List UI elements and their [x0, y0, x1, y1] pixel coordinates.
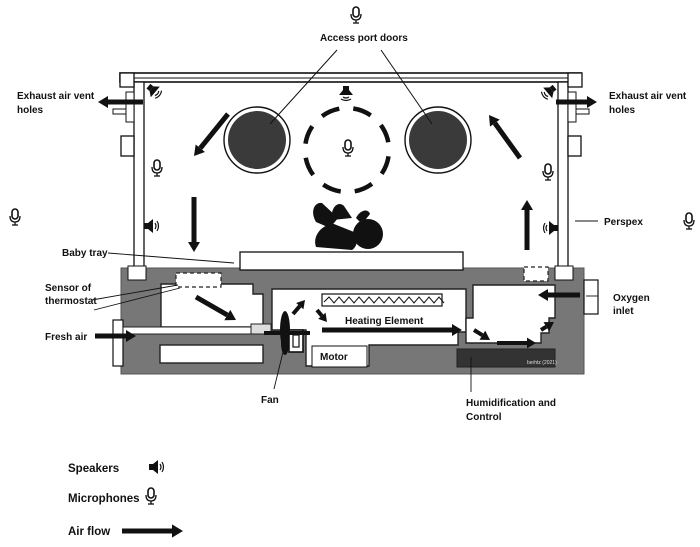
- label-exhaust-right: Exhaust air vent: [609, 91, 687, 102]
- air-flow-arrow: [322, 324, 462, 336]
- speaker-icon: [143, 80, 165, 102]
- air-flow-arrow: [188, 197, 200, 252]
- heating-element: [321, 293, 445, 307]
- speaker-icon: [338, 85, 354, 102]
- label-perspex: Perspex: [604, 217, 643, 228]
- perspex-canopy: [112, 72, 590, 279]
- circular-flow-segment: [378, 123, 391, 143]
- label-exhaust-left: Exhaust air vent: [17, 91, 95, 102]
- microphone-icon: [683, 212, 695, 230]
- label-exhaust-left-2: holes: [17, 105, 44, 116]
- air-flow-arrow: [291, 300, 305, 316]
- microphone-icon: [342, 139, 354, 157]
- circulating-air-flow: [303, 106, 391, 194]
- label-oxygen-2: inlet: [613, 306, 634, 317]
- microphone-icon: [9, 208, 21, 226]
- pointer-line: [269, 49, 338, 125]
- air-flow-arrow: [556, 96, 597, 108]
- legend-speakers: Speakers: [68, 463, 119, 475]
- speaker-icon: [538, 81, 560, 103]
- speaker-icon: [542, 220, 559, 236]
- circular-flow-segment: [320, 106, 340, 119]
- air-flow-arrow: [194, 294, 236, 321]
- air-flow-arrow: [194, 112, 230, 156]
- baby-icon: [313, 202, 383, 250]
- microphone-icon: [145, 487, 157, 505]
- legend-microphones: Microphones: [68, 493, 140, 505]
- circular-flow-segment: [354, 181, 374, 194]
- air-flow-arrows: [95, 96, 597, 349]
- air-flow-arrow: [497, 337, 536, 349]
- air-flow-arrow: [95, 330, 136, 342]
- label-oxygen: Oxygen: [613, 293, 650, 304]
- air-flow-arrow: [122, 524, 183, 538]
- legend-air-flow: Air flow: [68, 526, 110, 538]
- access-port-left: [228, 111, 286, 169]
- microphone-icon: [350, 6, 362, 24]
- air-flow-arrow-icon: [122, 524, 183, 538]
- access-port-right: [409, 111, 467, 169]
- label-exhaust-right-2: holes: [609, 105, 636, 116]
- label-sensor-2: thermostat: [45, 296, 97, 307]
- legend: Speakers Microphones Air flow: [68, 463, 183, 538]
- label-fresh-air: Fresh air: [45, 332, 87, 343]
- leader-lines: [91, 220, 598, 392]
- fan: [264, 311, 310, 355]
- speaker-icon: [148, 459, 165, 475]
- air-flow-arrow: [315, 308, 327, 322]
- air-flow-arrow: [98, 96, 143, 108]
- label-motor: Motor: [320, 352, 348, 363]
- label-sensor: Sensor of: [45, 283, 92, 294]
- air-flow-arrow: [538, 289, 580, 301]
- air-flow-arrow: [539, 322, 554, 332]
- circular-flow-segment: [303, 125, 315, 145]
- circular-flow-segment: [352, 106, 372, 118]
- pointer-line: [380, 49, 433, 125]
- motor-box: [311, 345, 368, 368]
- label-humidification-2: Control: [466, 412, 502, 423]
- credit-text: berhtz (2021): [527, 360, 557, 366]
- circular-flow-segment: [379, 155, 391, 175]
- air-flow-arrow: [489, 115, 523, 160]
- label-humidification: Humidification and: [466, 398, 556, 409]
- label-heating-element: Heating Element: [345, 316, 424, 327]
- microphone-icon: [151, 159, 163, 177]
- circular-flow-segment: [322, 182, 342, 194]
- label-fan: Fan: [261, 395, 279, 406]
- speaker-icon: [143, 218, 160, 234]
- circular-flow-segment: [303, 157, 316, 177]
- air-flow-arrow: [472, 328, 490, 340]
- label-access-port-doors: Access port doors: [320, 33, 408, 44]
- baby-tray: [239, 251, 464, 271]
- microphone-icon: [542, 163, 554, 181]
- label-baby-tray: Baby tray: [62, 248, 108, 259]
- air-flow-arrow: [521, 200, 533, 250]
